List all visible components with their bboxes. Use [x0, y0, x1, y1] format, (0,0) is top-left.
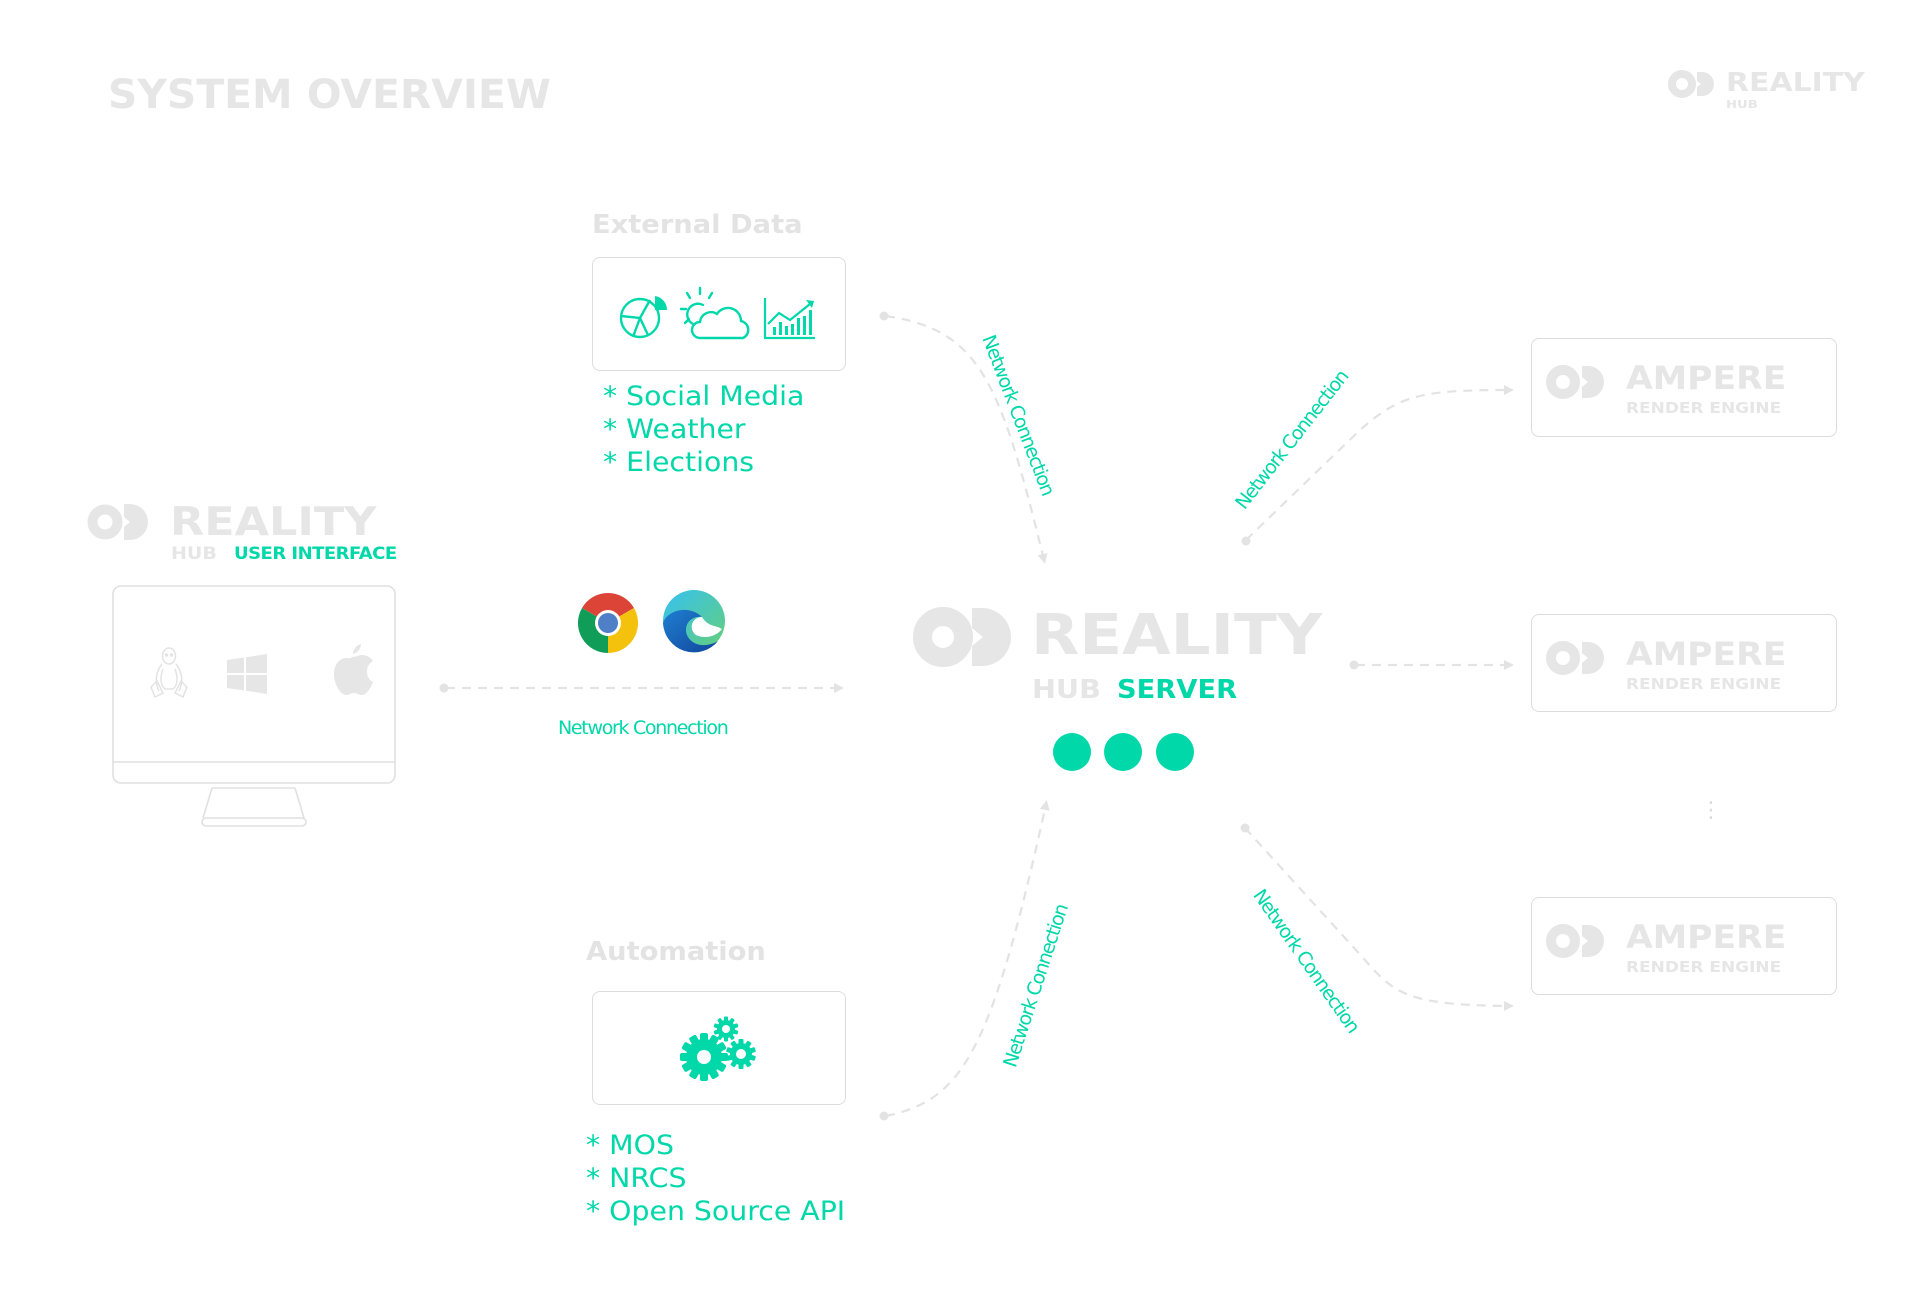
- list-item: * Social Media: [603, 381, 805, 412]
- external-data-icons: [619, 286, 815, 340]
- connector-start-dot: [1349, 660, 1359, 670]
- ui-label: USER INTERFACE: [234, 544, 397, 564]
- reality-logo-icon: [913, 607, 1011, 667]
- automation-title: Automation: [586, 937, 766, 967]
- engine-name: AMPERE: [1626, 918, 1787, 956]
- brand-sub: HUB: [1726, 98, 1758, 111]
- connector-start-dot: [879, 1111, 889, 1121]
- render-engine-card: AMPERE RENDER ENGINE: [1531, 338, 1837, 437]
- server-label: SERVER: [1117, 675, 1238, 705]
- render-engine-card: AMPERE RENDER ENGINE: [1531, 897, 1837, 995]
- server-logo: REALITY HUB SERVER: [904, 603, 1344, 705]
- monitor-outline: [112, 585, 396, 827]
- server-brand-name: REALITY: [1031, 603, 1323, 668]
- render-engine-card: AMPERE RENDER ENGINE: [1531, 614, 1837, 712]
- list-item: * MOS: [586, 1130, 674, 1161]
- server-brand-hub: HUB: [1032, 675, 1101, 705]
- list-item: * NRCS: [586, 1163, 687, 1194]
- engine-sub: RENDER ENGINE: [1626, 399, 1782, 417]
- linux-icon: [150, 647, 188, 699]
- monitor: [112, 585, 396, 827]
- connector-server-to-engine-1: [1245, 385, 1514, 541]
- ui-brand-name: REALITY: [170, 500, 377, 545]
- connector-start-dot: [879, 311, 889, 321]
- list-item: * Open Source API: [586, 1196, 846, 1227]
- engine-sub: RENDER ENGINE: [1626, 958, 1782, 976]
- automation-card: [592, 991, 846, 1105]
- network-label-ui: Network Connection: [558, 717, 729, 739]
- user-interface-logo: REALITY HUB USER INTERFACE: [86, 500, 446, 570]
- ui-brand-hub: HUB: [171, 544, 217, 564]
- page-title: SYSTEM OVERVIEW: [108, 72, 551, 118]
- external-data-title: External Data: [592, 210, 803, 240]
- edge-icon: [663, 590, 725, 653]
- automation-list: * MOS * NRCS * Open Source API: [586, 1129, 845, 1228]
- apple-icon: [334, 644, 373, 695]
- engine-name: AMPERE: [1626, 359, 1787, 397]
- brand-name: REALITY: [1726, 68, 1865, 98]
- connector-server-to-engine-3: [1244, 827, 1514, 1011]
- engine-name: AMPERE: [1626, 635, 1787, 673]
- ampere-logo-icon: [1546, 365, 1604, 399]
- status-dot: [1053, 733, 1091, 771]
- external-data-card: [592, 257, 846, 371]
- status-dot: [1104, 733, 1142, 771]
- pie-chart-icon: [619, 296, 668, 339]
- engine-sub: RENDER ENGINE: [1626, 675, 1782, 693]
- connector-start-dot: [1241, 536, 1251, 546]
- list-item: * Weather: [603, 414, 746, 445]
- reality-logo-icon: [87, 504, 148, 540]
- os-icons: [150, 644, 373, 699]
- ampere-logo-icon: [1546, 641, 1604, 675]
- connector-automation-to-server: [885, 800, 1050, 1118]
- weather-icon: [679, 286, 750, 340]
- more-engines-ellipsis: ⋮: [1700, 798, 1722, 823]
- brand-logo: REALITY HUB: [1666, 68, 1886, 116]
- windows-icon: [227, 654, 267, 694]
- reality-logo-icon: [1668, 70, 1714, 98]
- growth-chart-icon: [763, 298, 815, 340]
- chrome-icon: [577, 592, 639, 653]
- connector-start-dot: [439, 683, 449, 693]
- gears-icon: [680, 1016, 756, 1081]
- connector-external-to-server: [885, 314, 1048, 564]
- external-data-list: * Social Media * Weather * Elections: [603, 380, 804, 479]
- ampere-logo-icon: [1546, 924, 1604, 958]
- status-dot: [1156, 733, 1194, 771]
- connector-start-dot: [1240, 823, 1250, 833]
- list-item: * Elections: [603, 447, 755, 478]
